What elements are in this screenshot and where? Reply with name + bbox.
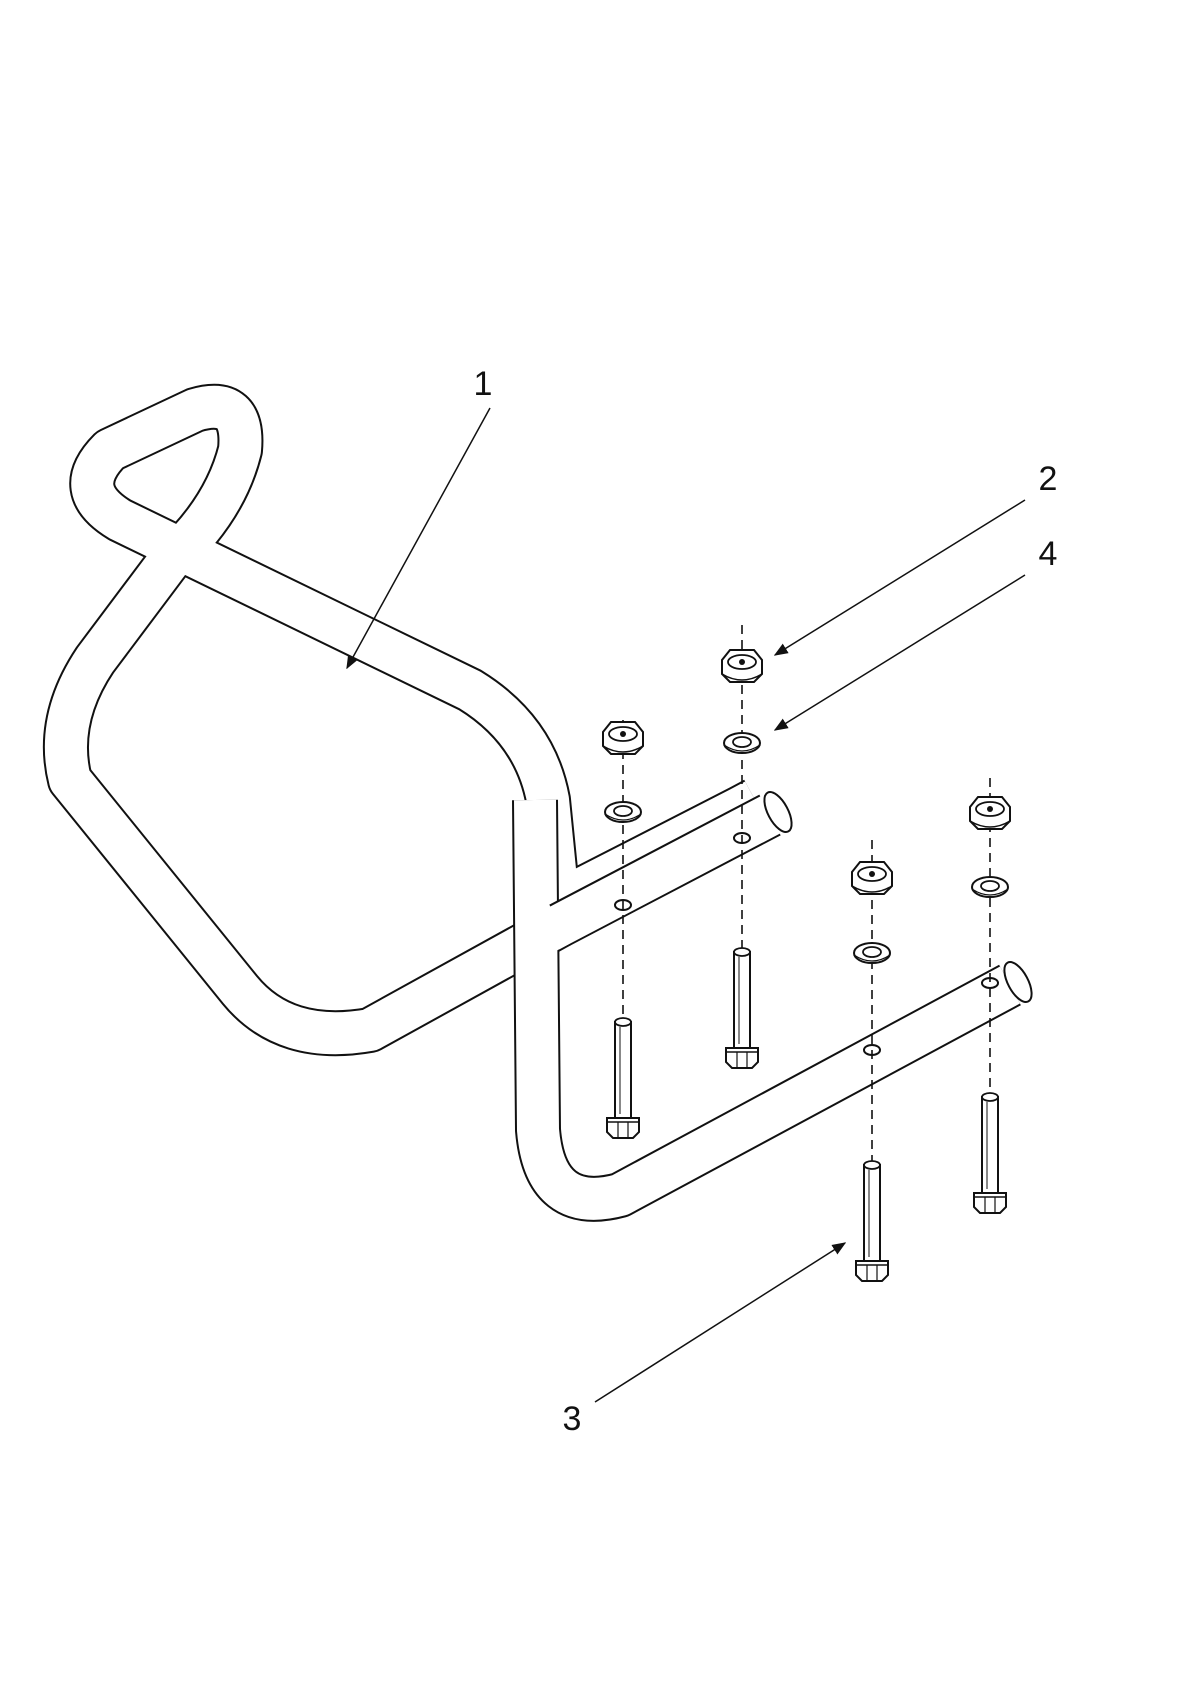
washer [605,802,641,822]
callout-leaders [347,408,1025,1402]
hex-bolt [726,948,758,1068]
callout-label-4: 4 [1039,535,1058,573]
leader-2 [775,500,1025,655]
leader-1 [347,408,490,668]
washer [724,733,760,753]
guard-tube-upper [66,407,755,1033]
callout-label-1: 1 [474,365,493,403]
flange-nut [970,797,1010,829]
flange-nut [722,650,762,682]
washer [972,877,1008,897]
callout-label-2: 2 [1039,460,1058,498]
guard-tube-upper-inner [66,407,755,1033]
hex-bolt [607,1018,639,1138]
hex-bolt [974,1093,1006,1213]
guard-frame-part [66,407,1037,1199]
hex-bolt [856,1161,888,1281]
washer [854,943,890,963]
leader-4 [775,575,1025,730]
callout-label-3: 3 [563,1400,582,1438]
leader-3 [595,1243,845,1402]
flange-nut [852,862,892,894]
flange-nut [603,722,643,754]
